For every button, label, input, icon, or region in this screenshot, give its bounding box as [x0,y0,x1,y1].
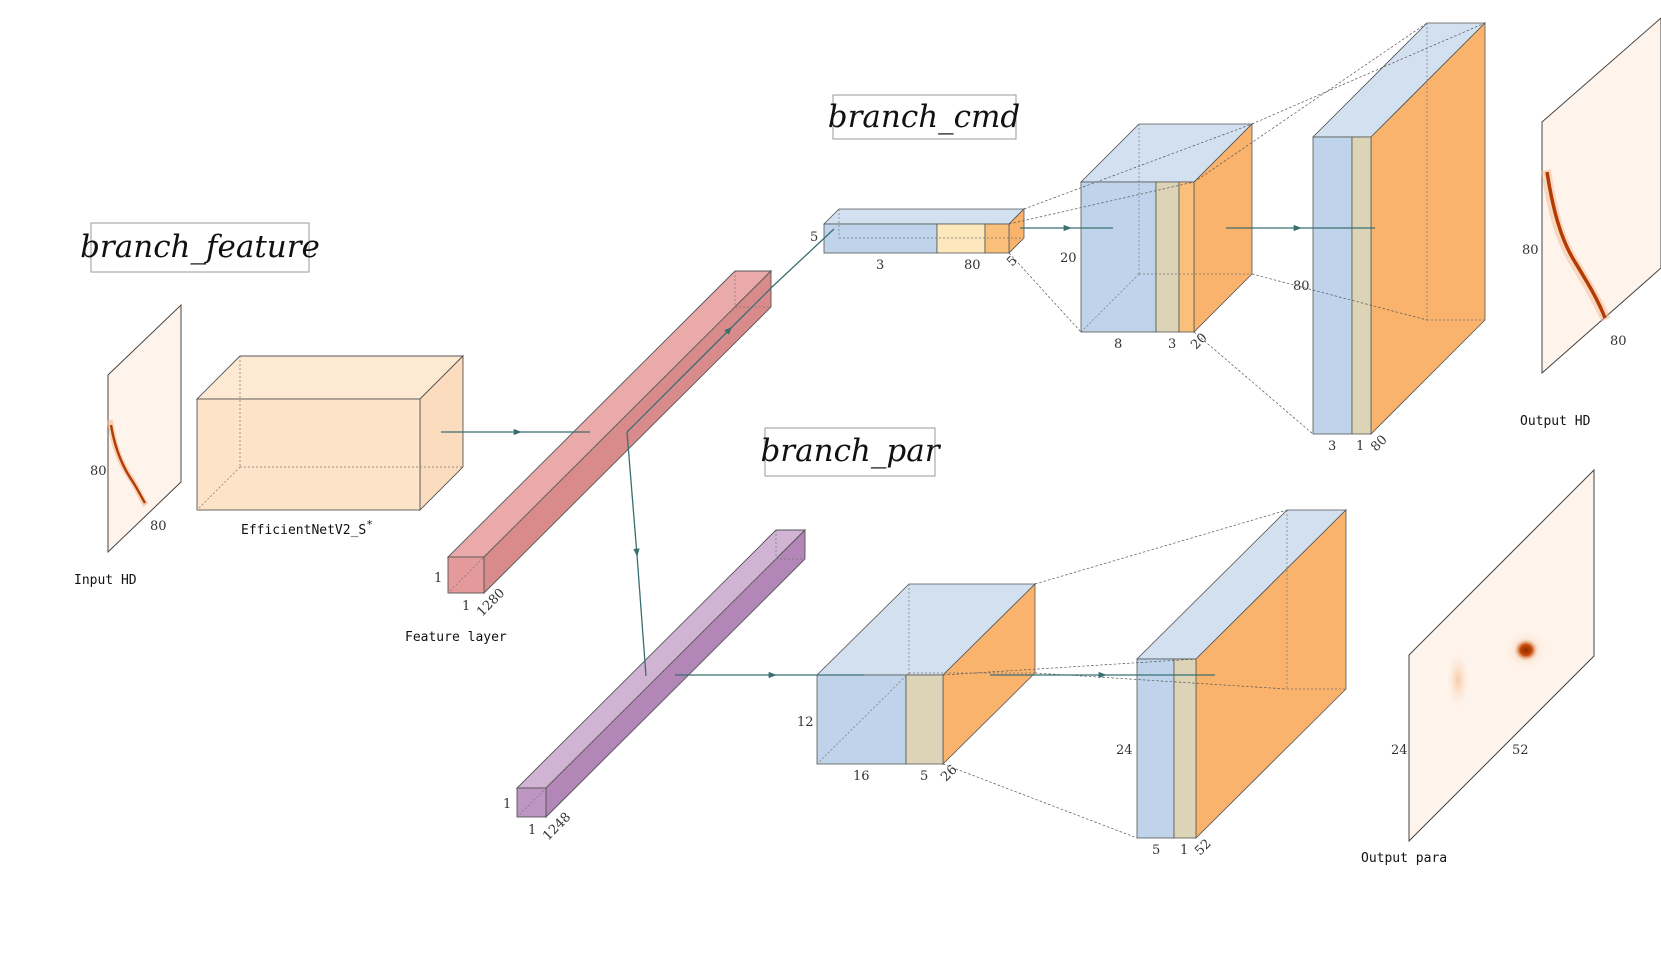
par-block-1 [816,583,1036,765]
input-height-label: 80 [90,464,107,479]
backbone-caption: EfficientNetV2_S* [241,518,373,538]
cmd2-depth-label: 20 [1188,331,1210,353]
backbone-box [195,354,465,512]
output-para-heatmap [1408,468,1595,843]
output-hd-width-label: 80 [1610,334,1627,349]
par-feature-width-label: 1 [528,823,536,838]
par2-height-label: 24 [1116,743,1133,758]
feature-height-label: 1 [434,571,442,586]
output-para-caption: Output para [1361,851,1447,866]
par-block-2 [1136,509,1347,839]
svg-text:branch_feature: branch_feature [80,229,320,265]
output-hd-heatmap [1541,17,1661,375]
par-projection-lines [942,509,1288,839]
cmd-block-2 [1080,123,1253,333]
input-hd-caption: Input HD [74,573,137,588]
title-branch-feature: branch_feature [80,222,320,273]
par1-width1-label: 16 [853,769,870,784]
title-branch-par: branch_par [760,427,942,477]
par2-width1-label: 5 [1152,843,1160,858]
par1-depth-label: 26 [938,763,960,785]
input-heatmap [107,303,182,554]
cmd1-height-label: 5 [810,230,818,245]
cmd2-height-label: 20 [1060,251,1077,266]
feature-layer-caption: Feature layer [405,630,507,645]
cmd1-depth-label: 5 [1004,253,1020,269]
arrow-icon [626,431,647,677]
cmd3-depth-label: 80 [1368,433,1390,455]
svg-text:branch_cmd: branch_cmd [828,99,1021,135]
feature-width-label: 1 [462,599,470,614]
title-branch-cmd: branch_cmd [828,94,1021,140]
par-feature-prism [515,528,807,819]
cmd1-width1-label: 3 [876,258,884,273]
cmd2-width2-label: 3 [1168,337,1176,352]
cmd3-width2-label: 1 [1356,439,1364,454]
output-para-width-label: 52 [1512,743,1529,758]
output-hd-height-label: 80 [1522,243,1539,258]
par1-height-label: 12 [797,715,814,730]
cmd-projection-lines [1008,22,1486,435]
flow-arrows [441,224,1375,679]
arrow-icon [626,228,835,433]
cmd-block-3 [1312,22,1486,435]
cmd2-width1-label: 8 [1114,337,1122,352]
output-para-height-label: 24 [1391,743,1408,758]
svg-text:branch_par: branch_par [760,433,941,469]
input-width-label: 80 [150,519,167,534]
cmd-block-1 [823,208,1025,254]
par2-width2-label: 1 [1180,843,1188,858]
par1-width2-label: 5 [920,769,928,784]
cmd1-width2-label: 80 [964,258,981,273]
par-feature-height-label: 1 [503,797,511,812]
par2-depth-label: 52 [1192,837,1214,859]
cmd3-height-label: 80 [1293,279,1310,294]
output-hd-caption: Output HD [1520,414,1591,429]
cmd3-width1-label: 3 [1328,439,1336,454]
